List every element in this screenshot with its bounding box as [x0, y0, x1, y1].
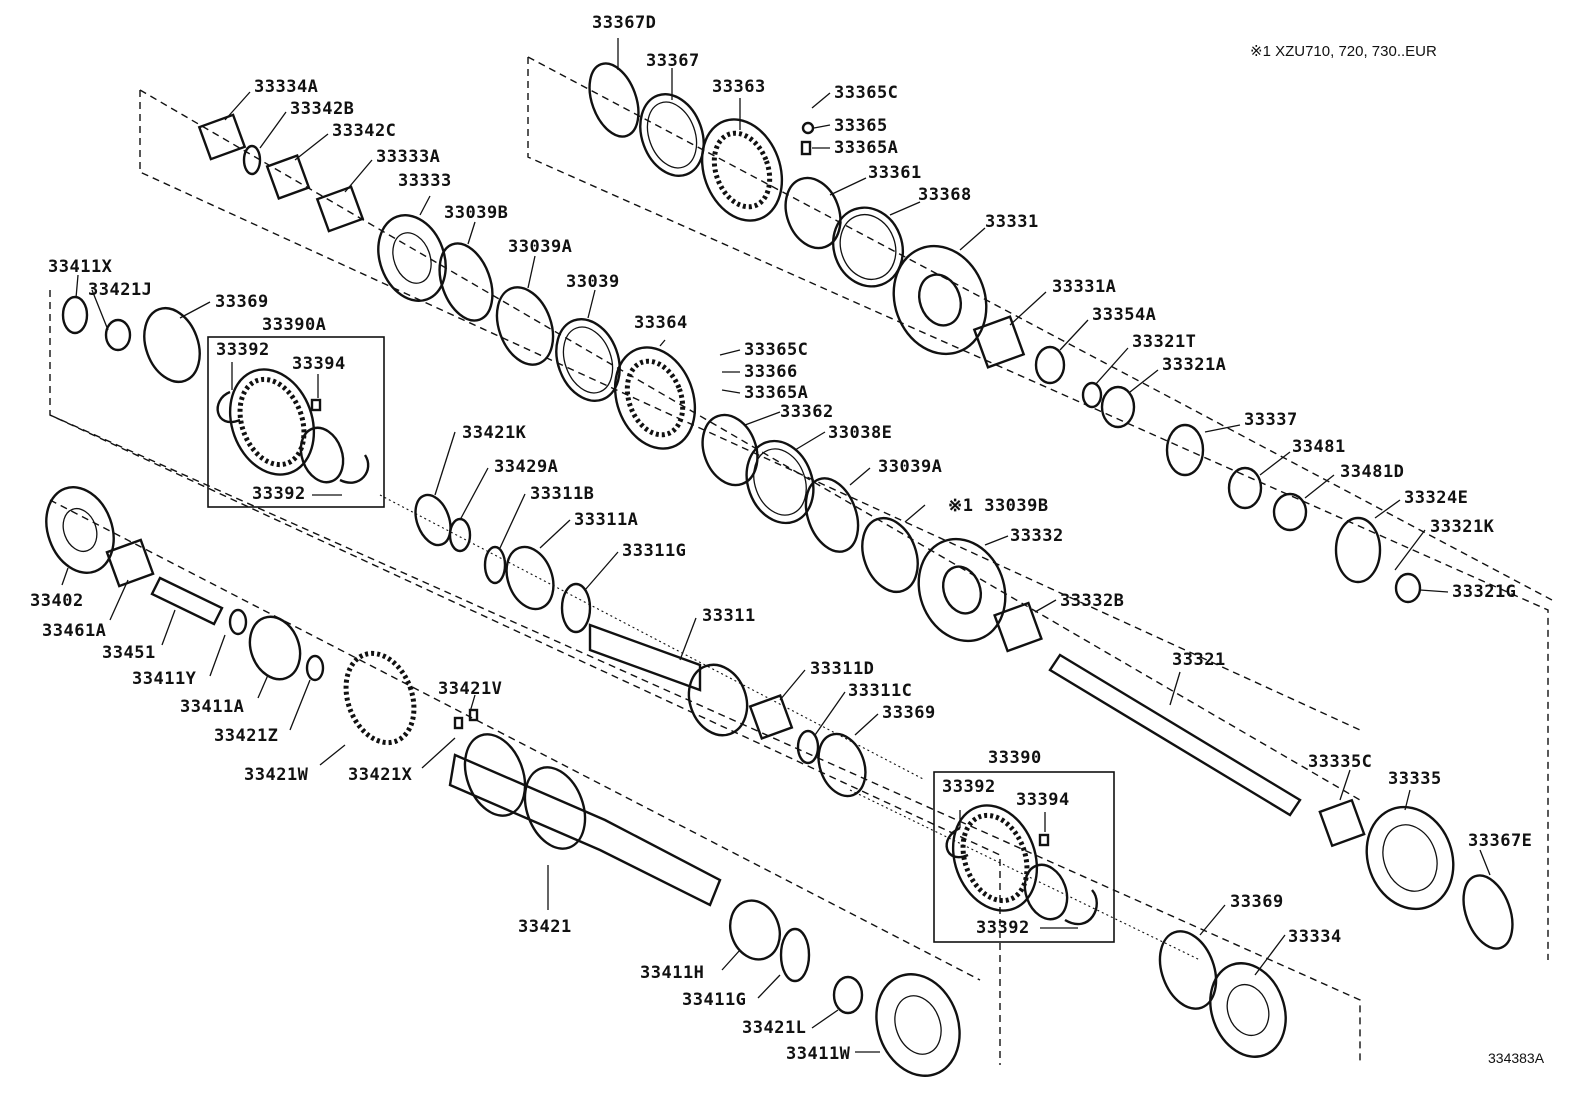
- label-33342C: 33342C: [332, 121, 397, 141]
- label-33364: 33364: [634, 313, 688, 333]
- leader-lines: [61, 38, 1491, 1053]
- label-33334: 33334: [1288, 927, 1342, 947]
- label-33365C-mid: 33365C: [744, 340, 809, 360]
- label-33365C-top: 33365C: [834, 83, 899, 103]
- label-33421J: 33421J: [88, 280, 153, 300]
- label-33332: 33332: [1010, 526, 1064, 546]
- label-33429A: 33429A: [494, 457, 559, 477]
- label-33421L: 33421L: [742, 1018, 807, 1038]
- label-33390A: 33390A: [262, 315, 327, 335]
- label-33421V: 33421V: [438, 679, 503, 699]
- label-33421X: 33421X: [348, 765, 413, 785]
- label-33411W: 33411W: [786, 1044, 851, 1064]
- label-33411G: 33411G: [682, 990, 747, 1010]
- label-33311G: 33311G: [622, 541, 687, 561]
- label-33335: 33335: [1388, 769, 1442, 789]
- label-33390: 33390: [988, 748, 1042, 768]
- label-33321K: 33321K: [1430, 517, 1495, 537]
- label-33311: 33311: [702, 606, 756, 626]
- label-33421K: 33421K: [462, 423, 527, 443]
- label-33321A: 33321A: [1162, 355, 1227, 375]
- label-33369-mid: 33369: [882, 703, 936, 723]
- label-33421Z: 33421Z: [214, 726, 279, 746]
- label-33354A: 33354A: [1092, 305, 1157, 325]
- label-33367: 33367: [646, 51, 700, 71]
- label-33367D: 33367D: [592, 13, 657, 33]
- label-33337: 33337: [1244, 410, 1298, 430]
- figure-id: 334383A: [1488, 1050, 1545, 1066]
- label-33402: 33402: [30, 591, 84, 611]
- label-33039B-mid: ※1 33039B: [948, 496, 1049, 516]
- label-33411X: 33411X: [48, 257, 113, 277]
- label-33392-b2: 33392: [976, 918, 1030, 938]
- label-33365: 33365: [834, 116, 888, 136]
- upper-row-parts: [588, 62, 1422, 604]
- label-33039A-mid: 33039A: [878, 457, 943, 477]
- label-33331: 33331: [985, 212, 1039, 232]
- label-33369-left: 33369: [215, 292, 269, 312]
- label-33039A-top: 33039A: [508, 237, 573, 257]
- label-33324E: 33324E: [1404, 488, 1469, 508]
- dashed-frame-lines: [49, 56, 1553, 1065]
- label-33366: 33366: [744, 362, 798, 382]
- label-33365A-mid: 33365A: [744, 383, 809, 403]
- label-33367E: 33367E: [1468, 831, 1533, 851]
- label-33321: 33321: [1172, 650, 1226, 670]
- label-33363: 33363: [712, 77, 766, 97]
- label-33332B: 33332B: [1060, 591, 1125, 611]
- label-33311D: 33311D: [810, 659, 875, 679]
- label-33392-a2: 33392: [252, 484, 306, 504]
- label-33311C: 33311C: [848, 681, 913, 701]
- label-33411Y: 33411Y: [132, 669, 197, 689]
- lower-row-parts: [45, 295, 1287, 1077]
- label-33311A: 33311A: [574, 510, 639, 530]
- label-33333: 33333: [398, 171, 452, 191]
- label-33334A: 33334A: [254, 77, 319, 97]
- label-33392-b1: 33392: [942, 777, 996, 797]
- label-33365A-top: 33365A: [834, 138, 899, 158]
- label-33038E: 33038E: [828, 423, 893, 443]
- label-33481D: 33481D: [1340, 462, 1405, 482]
- label-33362: 33362: [780, 402, 834, 422]
- label-33331A: 33331A: [1052, 277, 1117, 297]
- label-33361: 33361: [868, 163, 922, 183]
- label-33321T: 33321T: [1132, 332, 1197, 352]
- label-33311B: 33311B: [530, 484, 595, 504]
- synchronizer-box-33390A: [207, 336, 385, 508]
- label-33368: 33368: [918, 185, 972, 205]
- label-33481: 33481: [1292, 437, 1346, 457]
- label-33394-b: 33394: [1016, 790, 1070, 810]
- label-33342B: 33342B: [290, 99, 355, 119]
- applicability-note: ※1 XZU710, 720, 730..EUR: [1250, 43, 1437, 60]
- label-33411A: 33411A: [180, 697, 245, 717]
- label-33335C: 33335C: [1308, 752, 1373, 772]
- label-33039B-top: 33039B: [444, 203, 509, 223]
- label-33461A: 33461A: [42, 621, 107, 641]
- label-33421: 33421: [518, 917, 572, 937]
- label-33421W: 33421W: [244, 765, 309, 785]
- label-33039: 33039: [566, 272, 620, 292]
- middle-row-parts: [197, 113, 1514, 950]
- label-33333A: 33333A: [376, 147, 441, 167]
- label-33392-a1: 33392: [216, 340, 270, 360]
- label-33451: 33451: [102, 643, 156, 663]
- label-33369-right: 33369: [1230, 892, 1284, 912]
- label-33321G: 33321G: [1452, 582, 1517, 602]
- label-33394-a: 33394: [292, 354, 346, 374]
- label-33411H: 33411H: [640, 963, 705, 983]
- synchronizer-box-33390: [933, 771, 1115, 943]
